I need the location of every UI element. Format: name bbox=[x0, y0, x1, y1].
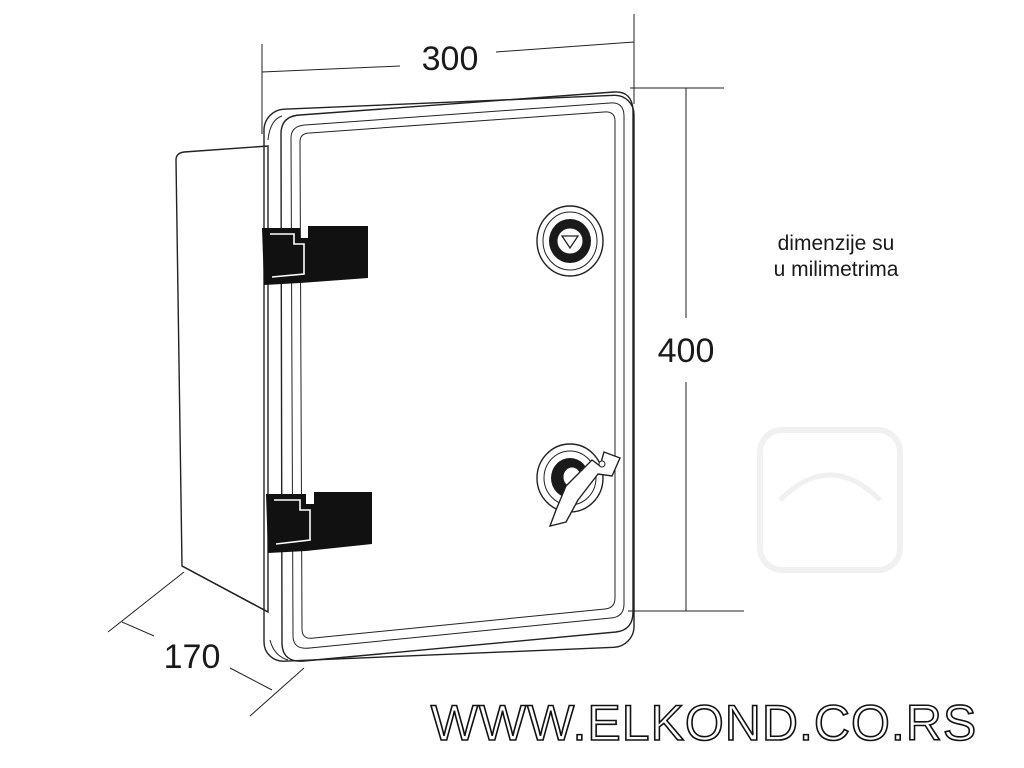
dimension-width: 300 bbox=[261, 14, 635, 134]
dimension-depth-label: 170 bbox=[164, 638, 221, 676]
hinge-bottom bbox=[266, 492, 372, 553]
dimension-height-label: 400 bbox=[658, 332, 715, 370]
units-note: dimenzije su u milimetrima bbox=[774, 232, 899, 281]
units-note-line1: dimenzije su bbox=[778, 232, 895, 255]
faint-logo-mark bbox=[757, 427, 903, 573]
enclosure-door bbox=[263, 91, 635, 662]
dimension-width-label: 300 bbox=[422, 40, 479, 78]
key-lock[interactable] bbox=[536, 443, 621, 528]
triangle-down-icon bbox=[560, 235, 580, 250]
hinge-top bbox=[262, 226, 368, 285]
enclosure-back-body bbox=[175, 145, 269, 614]
indicator-light bbox=[536, 205, 604, 277]
dimension-height: 400 bbox=[628, 87, 744, 612]
website-watermark: WWW.ELKOND.CO.RS bbox=[431, 695, 978, 751]
dimension-depth: 170 bbox=[107, 571, 305, 717]
units-note-line2: u milimetrima bbox=[774, 258, 899, 281]
